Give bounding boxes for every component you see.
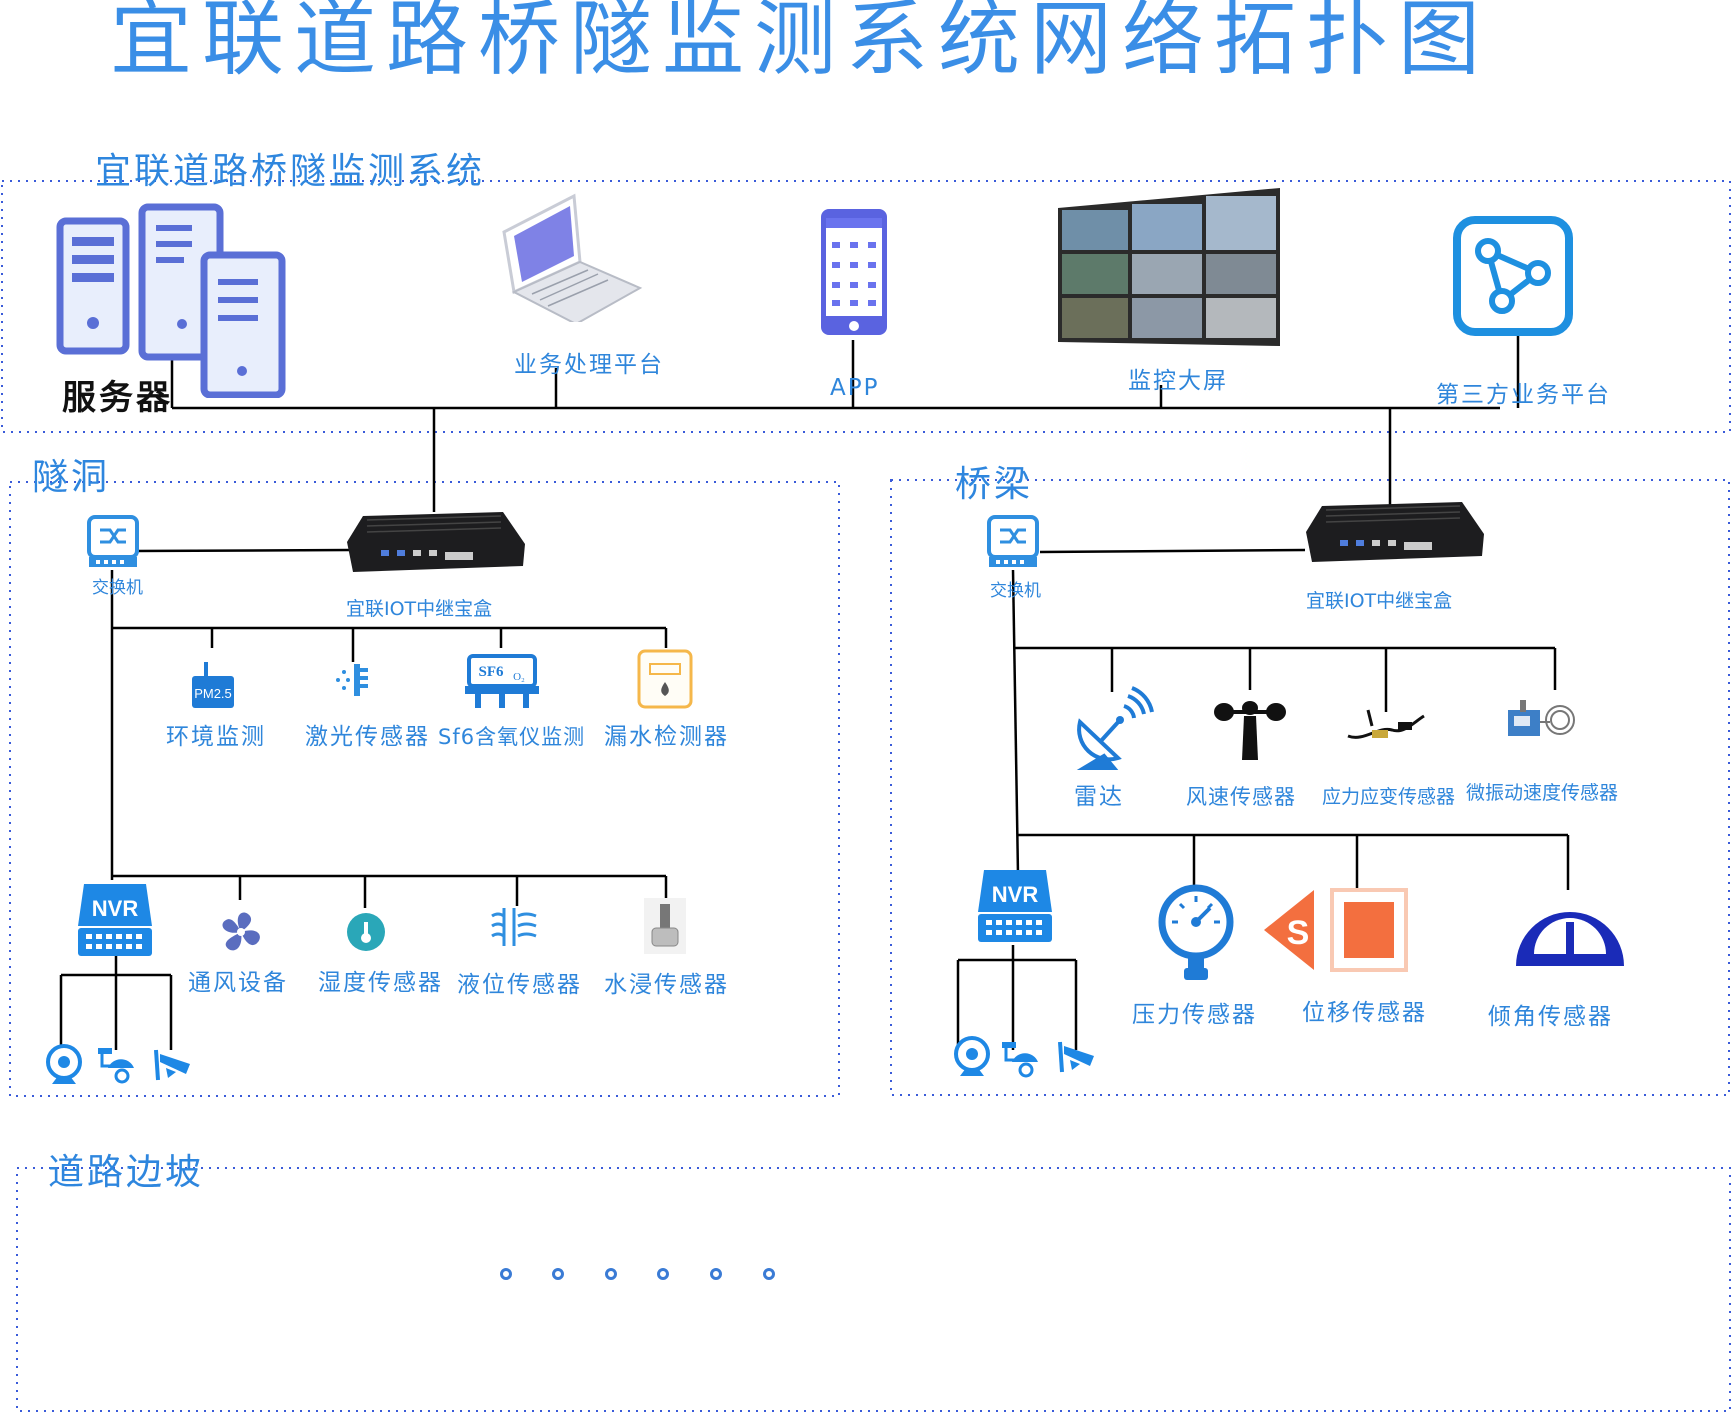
- o2-icon-text: O₂: [513, 671, 525, 683]
- business-platform-label: 业务处理平台: [514, 352, 664, 378]
- tunnel-sensor-label-7: 液位传感器: [457, 972, 582, 998]
- water-immersion-sensor-icon: [644, 898, 686, 954]
- page-title: 宜联道路桥隧监测系统网络拓扑图: [109, 0, 1490, 87]
- tunnel-sensor-label-5: 通风设备: [188, 970, 288, 996]
- ellipsis-dot: [657, 1268, 669, 1280]
- displacement-icon-text: S: [1287, 914, 1310, 952]
- tunnel-sensor-label-8: 水浸传感器: [604, 972, 729, 998]
- server-icon: [56, 203, 286, 398]
- bridge-bullet-camera-icon: [1058, 1041, 1094, 1073]
- water-leak-detector-icon: [637, 649, 693, 709]
- slope-frame: [16, 1167, 1731, 1412]
- bridge-sensor-label-1: 雷达: [1074, 784, 1124, 810]
- phone-icon: [821, 209, 887, 335]
- ellipsis-dot: [710, 1268, 722, 1280]
- liquid-level-sensor-icon: [491, 908, 537, 946]
- bridge-switch-label: 交换机: [990, 581, 1041, 601]
- laser-sensor-icon: [336, 664, 368, 696]
- anemometer-icon: [1214, 701, 1286, 760]
- bridge-sensor-label-2: 风速传感器: [1186, 785, 1296, 809]
- share-platform-icon: [1453, 216, 1573, 336]
- strain-sensor-icon: [1347, 709, 1425, 739]
- bridge-sensor-label-4: 微振动速度传感器: [1466, 782, 1619, 804]
- bridge-frame: [890, 479, 1730, 1096]
- humidity-sensor-icon: [347, 913, 385, 951]
- bridge-switch-icon: [987, 515, 1039, 567]
- tilt-sensor-icon: [1516, 912, 1624, 966]
- sf6-sensor-icon: SF6 O₂: [465, 654, 539, 708]
- system-frame: [1, 180, 1731, 433]
- bridge-dome-camera-icon: [1002, 1042, 1038, 1078]
- tunnel-relay-label: 宜联IOT中继宝盒: [346, 598, 493, 620]
- ellipsis-dot: [605, 1268, 617, 1280]
- pm25-icon: PM2.5: [192, 662, 234, 708]
- tunnel-sensor-label-1: 环境监测: [166, 724, 266, 750]
- pressure-gauge-icon: [1158, 884, 1234, 980]
- monitor-screen-label: 监控大屏: [1128, 368, 1228, 394]
- ellipsis-dot: [763, 1268, 775, 1280]
- server-label: 服务器: [62, 378, 173, 418]
- section-label-tunnel: 隧洞: [32, 457, 111, 498]
- bridge-sensor-label-3: 应力应变传感器: [1322, 786, 1456, 808]
- bridge-sensor-label-6: 位移传感器: [1302, 1000, 1427, 1026]
- tunnel-relay-box-icon: [347, 512, 525, 572]
- tunnel-dome-camera-icon: [98, 1048, 134, 1084]
- tunnel-sensor-label-6: 湿度传感器: [318, 970, 443, 996]
- bridge-relay-box-icon: [1306, 502, 1484, 562]
- ventilation-fan-icon: [222, 912, 260, 951]
- pm25-icon-text: PM2.5: [194, 686, 232, 701]
- bridge-relay-label: 宜联IOT中继宝盒: [1306, 590, 1453, 612]
- tunnel-nvr-icon: NVR: [78, 884, 152, 956]
- app-label: APP: [830, 375, 880, 401]
- video-wall-icon: [1058, 188, 1280, 346]
- bridge-nvr-icon: NVR: [978, 870, 1052, 942]
- ellipsis-dot: [500, 1268, 512, 1280]
- tunnel-switch-icon: [87, 515, 139, 567]
- tunnel-sensor-label-3: Sf6含氧仪监测: [438, 725, 586, 749]
- section-label-slope: 道路边坡: [48, 1152, 205, 1193]
- bridge-webcam-icon: [954, 1036, 990, 1076]
- third-party-label: 第三方业务平台: [1436, 382, 1611, 408]
- section-label-bridge: 桥梁: [955, 464, 1034, 505]
- tunnel-frame: [9, 481, 840, 1097]
- tunnel-sensor-label-2: 激光传感器: [305, 724, 430, 750]
- section-label-system: 宜联道路桥隧监测系统: [95, 151, 486, 192]
- bridge-sensor-label-5: 压力传感器: [1132, 1002, 1257, 1028]
- bridge-sensor-label-7: 倾角传感器: [1488, 1004, 1613, 1030]
- tunnel-webcam-icon: [46, 1044, 82, 1084]
- tunnel-nvr-text: NVR: [92, 896, 139, 921]
- ellipsis-dot: [552, 1268, 564, 1280]
- sf6-icon-text: SF6: [478, 664, 504, 680]
- laptop-icon: [502, 193, 643, 322]
- radar-icon: [1076, 686, 1154, 770]
- tunnel-switch-label: 交换机: [92, 578, 143, 598]
- micro-vibration-sensor-icon: [1508, 700, 1575, 736]
- bridge-nvr-text: NVR: [992, 882, 1039, 907]
- displacement-sensor-icon: S: [1264, 888, 1408, 972]
- tunnel-sensor-label-4: 漏水检测器: [604, 724, 729, 750]
- tunnel-bullet-camera-icon: [154, 1049, 190, 1081]
